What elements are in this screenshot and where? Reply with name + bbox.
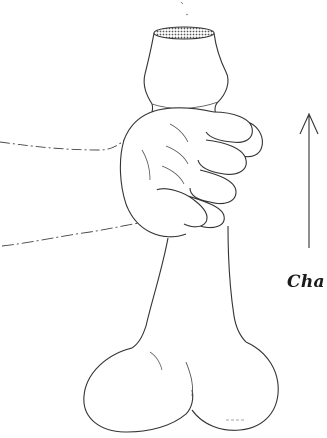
head-ridge bbox=[152, 102, 218, 108]
shaft-right-edge bbox=[228, 226, 246, 342]
top-opening bbox=[154, 27, 214, 39]
up-arrow-icon bbox=[300, 114, 318, 248]
forearm-upper-line bbox=[0, 140, 124, 150]
speck-marks bbox=[181, 2, 188, 15]
base-left-inner-crease bbox=[150, 352, 162, 370]
base-center-crease bbox=[186, 362, 193, 396]
shaft-left-edge bbox=[132, 238, 168, 348]
base-left-lobe bbox=[84, 348, 193, 432]
gripping-hand bbox=[120, 108, 262, 237]
forearm-lower-line bbox=[2, 222, 146, 246]
base-right-lobe bbox=[192, 342, 278, 430]
figure-caption: Cha bbox=[287, 272, 325, 292]
upper-outline-right bbox=[214, 33, 228, 118]
